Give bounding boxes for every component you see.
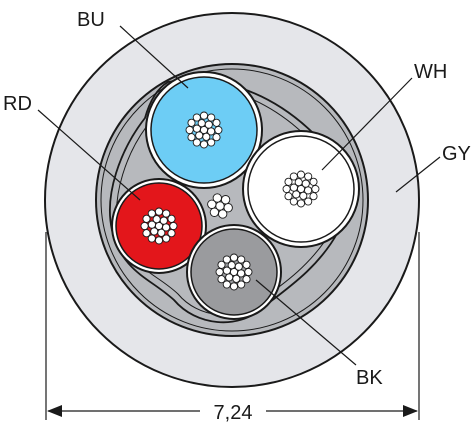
strand [237, 280, 246, 289]
strand [234, 262, 243, 271]
strand [229, 282, 239, 291]
strand [162, 209, 171, 218]
strand [207, 113, 216, 122]
strand [154, 236, 164, 245]
strand [289, 197, 298, 206]
strand [309, 177, 318, 186]
strand [296, 199, 306, 208]
strand [140, 221, 149, 231]
leader-line-bu [119, 25, 189, 89]
label-bk: BK [356, 367, 383, 389]
strand [229, 253, 239, 262]
center-filler-strands [207, 193, 233, 219]
leader-line-gy [395, 156, 441, 193]
strand [217, 260, 226, 269]
strand [187, 133, 196, 142]
dimension-arrow-right [403, 405, 418, 417]
strand [212, 118, 221, 127]
strand [244, 267, 253, 277]
strand [282, 184, 291, 194]
strand [212, 193, 222, 203]
strand [142, 214, 151, 223]
strand [284, 177, 293, 186]
strand [209, 207, 220, 217]
dimension-value: 7,24 [214, 402, 253, 424]
strand [284, 192, 293, 201]
strand [304, 197, 313, 206]
strand [301, 179, 310, 188]
label-wh: WH [414, 61, 447, 83]
strand [192, 138, 201, 147]
strand [147, 209, 156, 218]
strand [159, 216, 168, 225]
strand [217, 275, 226, 284]
strand [222, 255, 231, 264]
strand [237, 255, 246, 264]
strand [185, 125, 194, 135]
strand [150, 227, 159, 236]
strand [169, 221, 178, 231]
strand [311, 184, 320, 194]
strand [207, 199, 217, 209]
strand [309, 192, 318, 201]
strand [215, 267, 224, 277]
strand [195, 131, 204, 140]
leader-line-wh [321, 77, 413, 171]
core-bu-strands [185, 111, 223, 149]
strand [142, 229, 151, 238]
strand [167, 214, 176, 223]
inner-sheath-edge [100, 68, 364, 332]
dimension-arrow-left [47, 405, 62, 417]
strand [147, 234, 156, 243]
strand [289, 172, 298, 181]
strand [304, 172, 313, 181]
strand [154, 207, 164, 216]
leader-line-rd [37, 109, 141, 201]
strand [242, 260, 251, 269]
strand [222, 280, 231, 289]
strand [242, 275, 251, 284]
label-bu: BU [77, 9, 105, 31]
strand [296, 170, 306, 179]
label-gy: GY [442, 143, 471, 165]
core-rd-strands [140, 207, 178, 245]
strand [192, 113, 201, 122]
core-wh-strands [282, 170, 320, 208]
strand [187, 118, 196, 127]
strand [207, 138, 216, 147]
strand [220, 195, 231, 205]
strand [292, 190, 301, 199]
strand [225, 273, 234, 282]
strand [167, 229, 176, 238]
strand [214, 125, 223, 135]
strand [199, 140, 209, 149]
strand [162, 234, 171, 243]
label-rd: RD [3, 93, 32, 115]
strand [199, 111, 209, 120]
core-bk-strands [215, 253, 253, 291]
strand [204, 120, 213, 129]
strand [212, 133, 221, 142]
strand [218, 209, 228, 219]
leader-line-bk [255, 279, 357, 366]
